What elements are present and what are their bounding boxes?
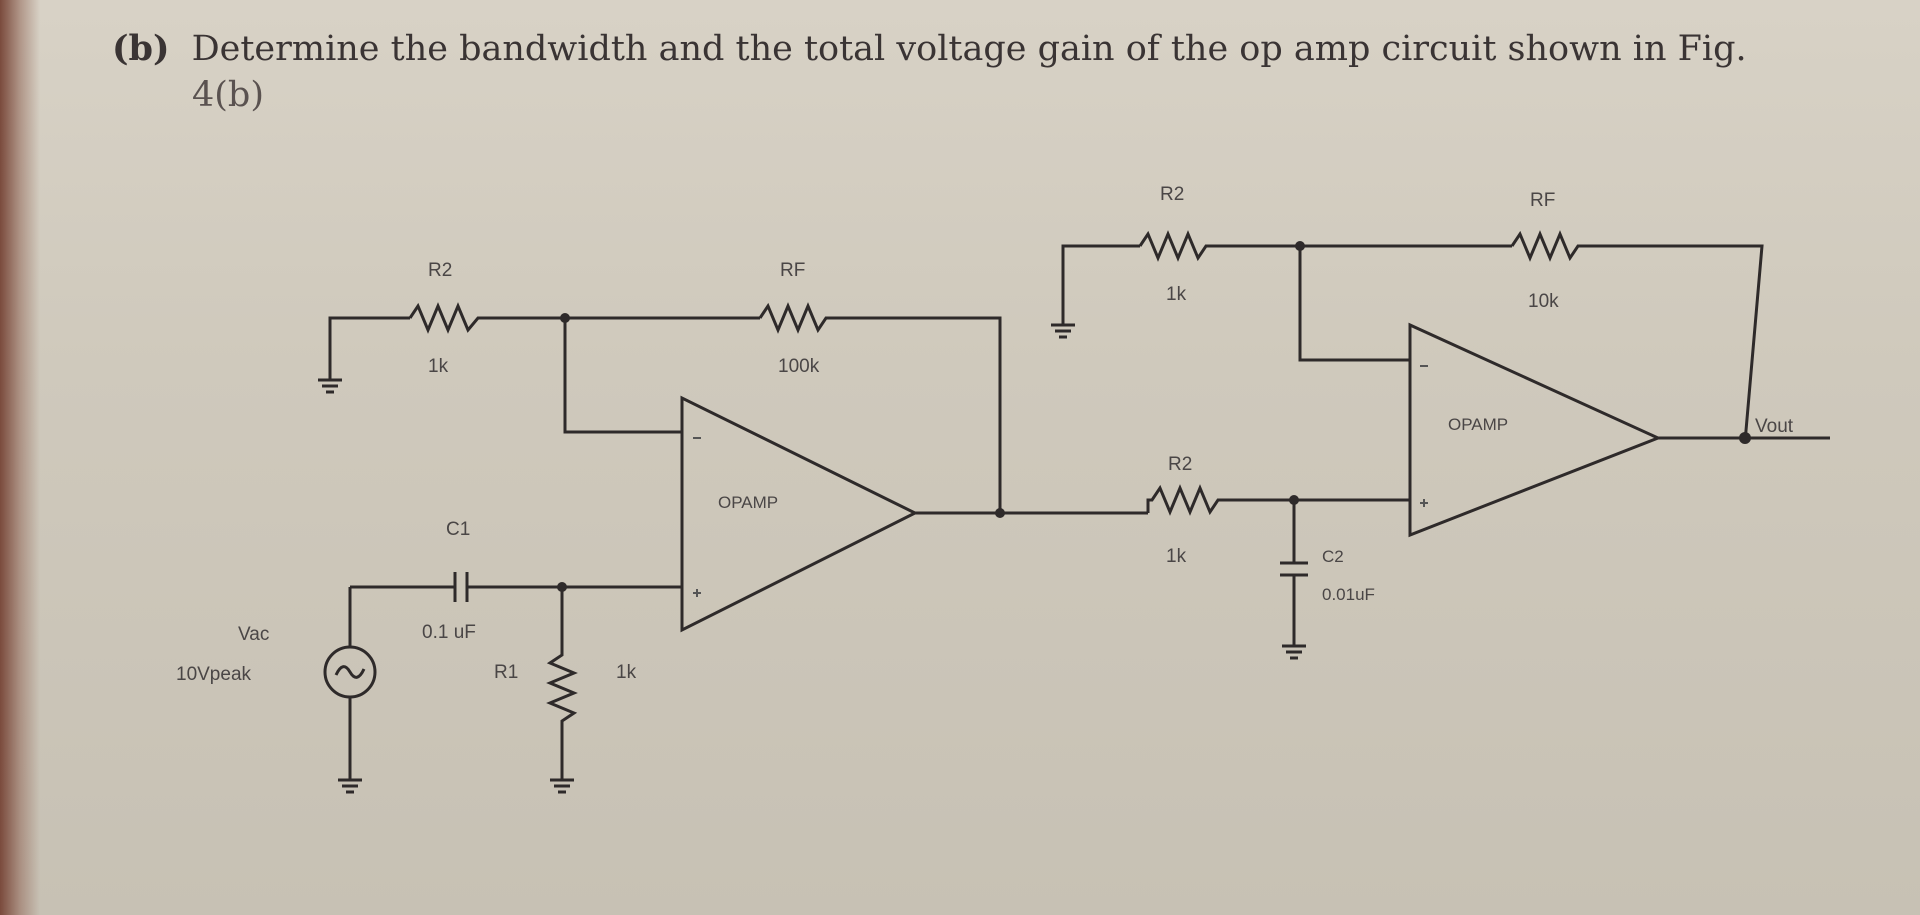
stage2-r2-top-ground-wire <box>1061 244 1140 325</box>
stage1-noninverting-sign <box>693 589 701 597</box>
stage2-noninverting-sign <box>1420 499 1428 507</box>
stage1-feedback-wire <box>563 318 682 434</box>
stage1-rf-label: RF <box>780 260 805 281</box>
stage2-r2-top-ground-symbol <box>1051 323 1075 339</box>
stage1-r2-value: 1k <box>428 356 449 377</box>
stage2-opamp-symbol <box>1408 322 1662 538</box>
stage1-rf-value: 100k <box>778 356 820 377</box>
stage2-vout-label: Vout <box>1755 416 1794 437</box>
page-edge-shadow <box>0 0 40 915</box>
stage2-node-dot-top <box>1295 241 1305 251</box>
stage1-c1-capacitor <box>453 572 469 602</box>
stage1-source-ground-symbol <box>338 778 362 794</box>
stage2-c2-value: 0.01uF <box>1322 585 1375 604</box>
stage2-r2-top-resistor <box>1138 230 1300 262</box>
stage1-opamp-symbol <box>680 395 919 633</box>
stage1-r2-ground-wire <box>328 316 410 380</box>
stage2-r2-mid-label: R2 <box>1168 454 1192 475</box>
stage2-c2-capacitor <box>1280 561 1308 577</box>
stage2-r2-top-value: 1k <box>1166 284 1187 305</box>
stage2-opamp-label: OPAMP <box>1448 415 1508 434</box>
figure-reference: 4(b) <box>192 75 264 115</box>
stage2-c2-ground-symbol <box>1282 644 1306 660</box>
stage2-node-dot-output <box>1739 432 1751 444</box>
stage2-rf-label: RF <box>1530 190 1555 211</box>
stage2-node-dot-input <box>1289 495 1299 505</box>
question-text: (b) Determine the bandwidth and the total… <box>112 26 1872 118</box>
stage2-rf-resistor <box>1510 230 1764 443</box>
stage1-source-label: Vac <box>238 624 269 645</box>
stage1-r1-value: 1k <box>616 662 637 683</box>
stage1-r1-label: R1 <box>494 662 518 683</box>
stage1-source-value: 10Vpeak <box>176 664 252 685</box>
stage1-r1-ground-symbol <box>550 778 574 794</box>
question-label: (b) <box>112 28 170 69</box>
stage2-r2-top-label: R2 <box>1160 184 1184 205</box>
stage1-r2-resistor <box>408 302 565 334</box>
stage1-r2-label: R2 <box>428 260 452 281</box>
stage1-c1-label: C1 <box>446 519 470 540</box>
stage1-r1-resistor <box>546 587 578 780</box>
stage1-node-dot-top <box>560 313 570 323</box>
question-body: Determine the bandwidth and the total vo… <box>191 29 1747 69</box>
stage2-r2-mid-value: 1k <box>1166 546 1187 567</box>
stage1-r2-ground-symbol <box>318 378 342 394</box>
stage1-c1-value: 0.1 uF <box>422 622 476 643</box>
stage2-r2-mid-resistor <box>1146 484 1410 516</box>
stage2-rf-value: 10k <box>1528 291 1559 312</box>
stage1-node-dot-input <box>557 582 567 592</box>
stage1-node-dot-output <box>995 508 1005 518</box>
stage1-opamp-label: OPAMP <box>718 493 778 512</box>
stage2-c2-label: C2 <box>1322 547 1344 566</box>
stage2-feedback-wire <box>1298 246 1410 362</box>
stage1-ac-sine-symbol <box>334 665 366 679</box>
stage1-rf-resistor <box>758 302 1002 513</box>
